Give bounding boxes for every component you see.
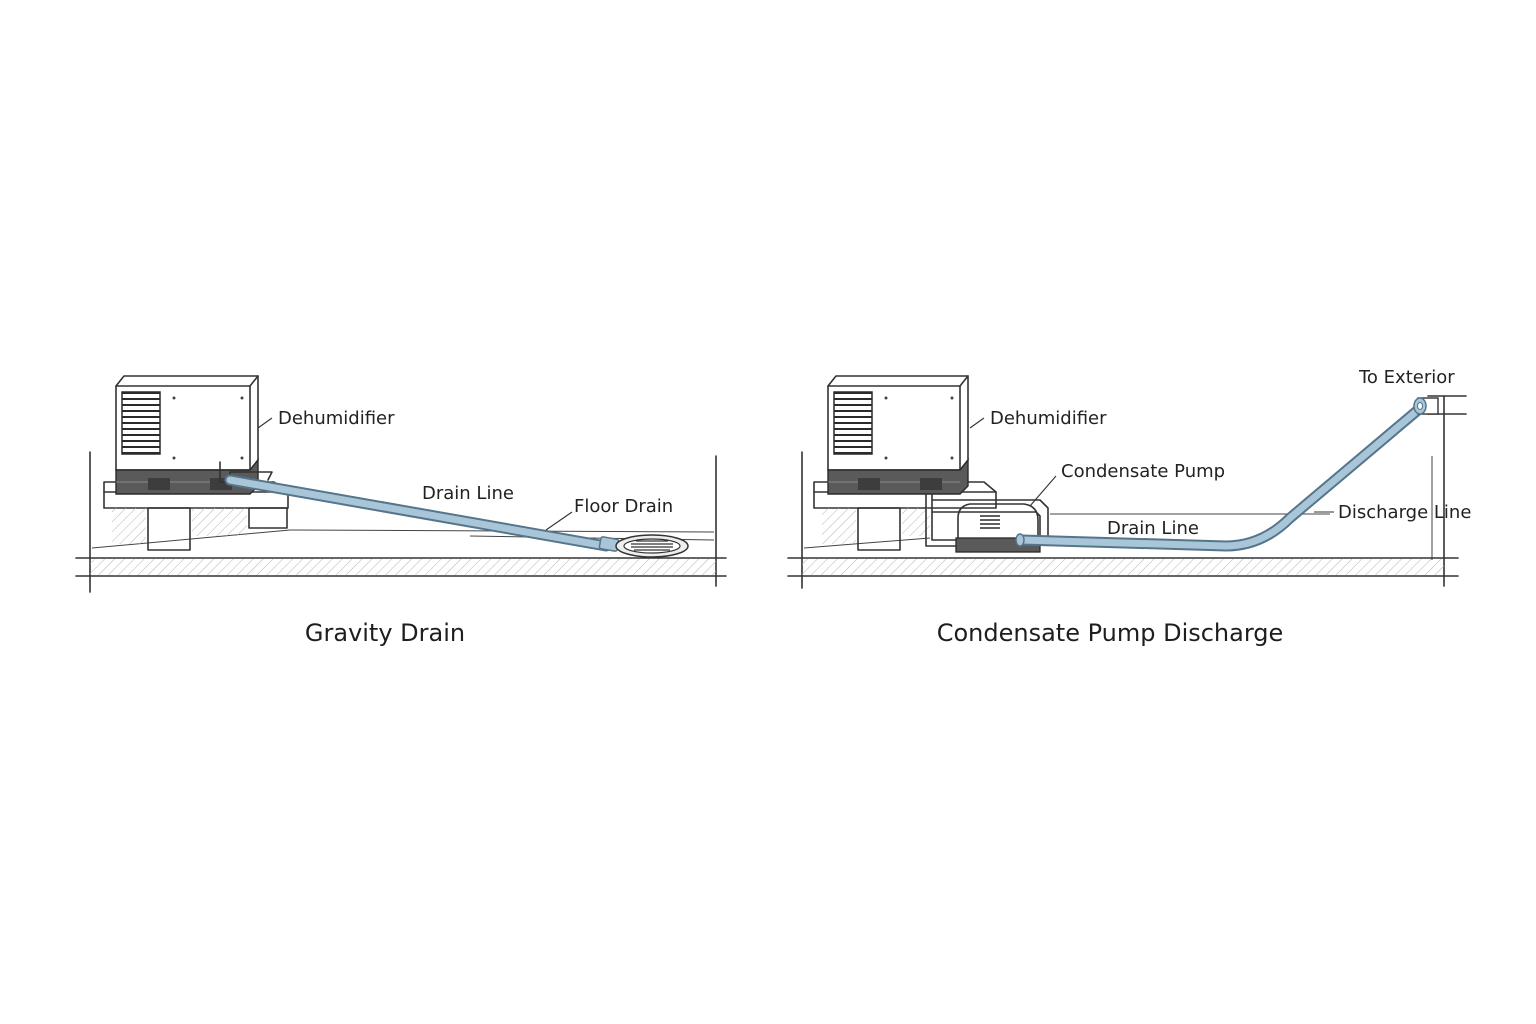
- label-dehumidifier: Dehumidifier: [990, 408, 1107, 429]
- label-to-exterior: To Exterior: [1358, 367, 1455, 388]
- label-drain-line: Drain Line: [1107, 518, 1199, 539]
- label-drain-line: Drain Line: [422, 483, 514, 504]
- panel-condensate-pump: Dehumidifier Condensate Pump Drain Line …: [787, 367, 1471, 647]
- panel-gravity-drain: Dehumidifier Drain Line Floor Drain Grav…: [75, 375, 727, 647]
- leader-dehumidifier: [969, 417, 985, 429]
- leader-condensate-pump: [1029, 475, 1057, 507]
- unit-to-pump-connector: [925, 493, 1049, 547]
- label-floor-drain: Floor Drain: [574, 496, 673, 517]
- floor-drain: [615, 534, 689, 558]
- drain-line-pipe: [219, 461, 620, 552]
- exterior-outlet: [1413, 397, 1439, 415]
- leader-floor-drain: [545, 511, 573, 531]
- room-frame: [75, 451, 727, 593]
- label-dehumidifier: Dehumidifier: [278, 408, 395, 429]
- discharge-pipe: [1015, 404, 1424, 552]
- label-discharge-line: Discharge Line: [1338, 502, 1471, 523]
- room-frame: [787, 395, 1467, 589]
- caption-gravity-drain: Gravity Drain: [305, 619, 465, 647]
- label-condensate-pump: Condensate Pump: [1061, 461, 1225, 482]
- leader-dehumidifier: [257, 417, 273, 429]
- dehumidifier-unit: [115, 375, 259, 495]
- dehumidifier-unit: [827, 375, 969, 495]
- caption-condensate-pump-discharge: Condensate Pump Discharge: [937, 619, 1284, 647]
